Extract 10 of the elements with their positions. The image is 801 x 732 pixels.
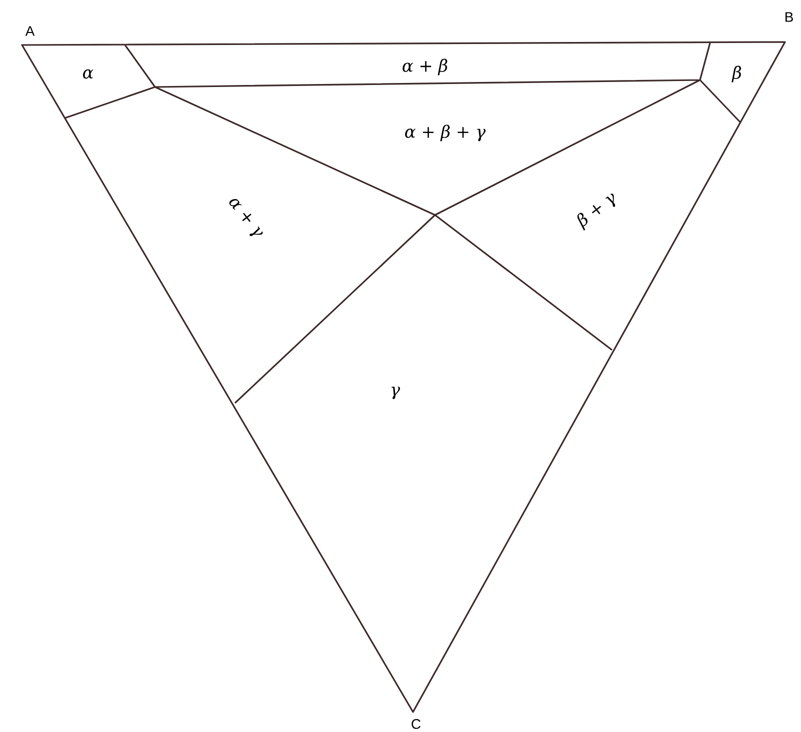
phase-label: α + β + γ (405, 124, 486, 142)
vertex-label: A (25, 26, 35, 36)
vertex-label: C (412, 719, 421, 729)
phase-label: γ (392, 386, 400, 400)
vertex-label: B (786, 12, 793, 22)
phase-label: α + γ (229, 199, 263, 236)
phase-label: β (732, 66, 742, 82)
phase-label: α (83, 69, 94, 79)
phase-label: β + γ (577, 194, 616, 231)
phase-label: α + β (402, 58, 448, 76)
